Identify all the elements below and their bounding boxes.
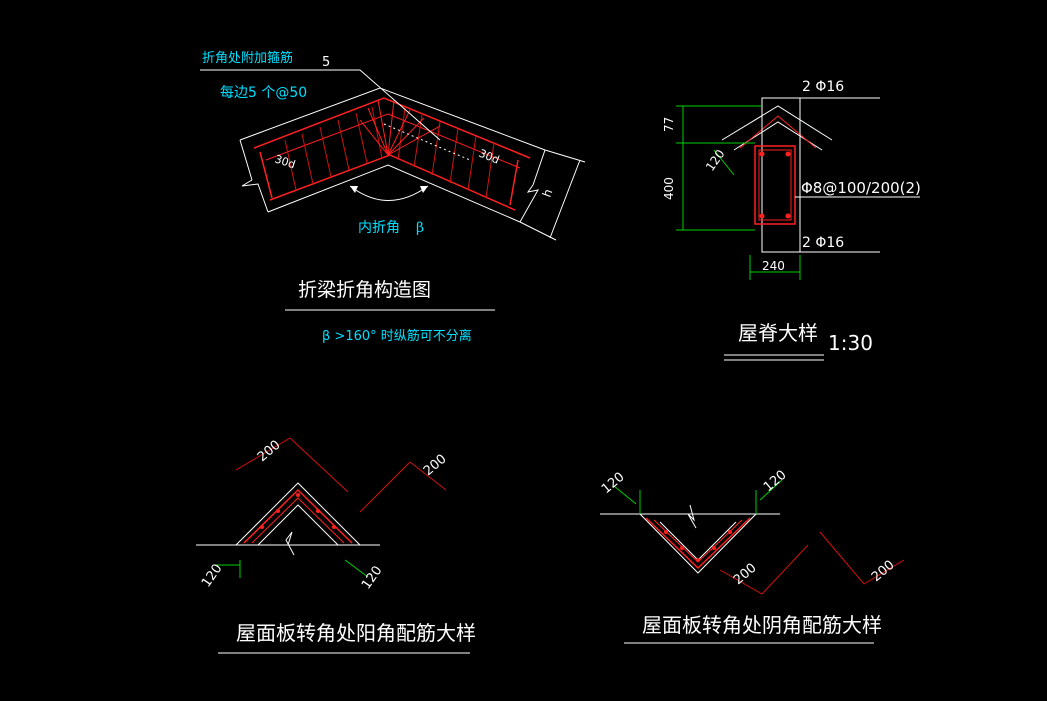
h-dim-line	[549, 159, 581, 239]
stirrups-right	[397, 107, 495, 199]
ridge-roof-rebar	[739, 115, 817, 149]
convex-rebar-dots	[260, 493, 336, 529]
convex-dim-right	[344, 559, 369, 578]
beam-right-break-a	[532, 149, 546, 186]
beam-title: 折梁折角构造图	[298, 279, 431, 301]
ridge-stirrup-label: Φ8@100/200(2)	[801, 179, 921, 197]
label-anchor-right: 30d	[477, 147, 501, 167]
beam-bottom-outline	[267, 164, 521, 223]
ridge-stirrup-inner	[758, 149, 792, 221]
label-h: h	[540, 187, 556, 199]
ridge-dim-400: 400	[662, 177, 676, 200]
label-each-side: 每边5 个@50	[220, 85, 307, 101]
h-ext-b	[519, 221, 557, 241]
concave-corner-detail	[600, 479, 905, 644]
arc-arrow-left	[350, 186, 358, 193]
beam-right-break-zigzag	[519, 184, 539, 223]
h-ext-a	[544, 149, 586, 163]
concave-dim-left	[613, 485, 637, 505]
ridge-title: 屋脊大样	[738, 321, 818, 345]
concave-dim-120-left: 120	[599, 470, 628, 497]
beam-mid-rebar-left	[265, 113, 521, 169]
ridge-dim-240: 240	[762, 259, 785, 273]
ridge-dim-120: 120	[703, 147, 728, 174]
concave-title: 屋面板转角处阴角配筋大样	[642, 613, 882, 637]
fold-additional-stirrups	[359, 99, 441, 156]
concave-inner	[659, 521, 737, 561]
ridge-scale: 1:30	[828, 331, 873, 355]
convex-break	[285, 531, 295, 556]
folded-beam-detail	[200, 69, 586, 311]
convex-ext-right-b	[409, 461, 447, 491]
ridge-top-rebar-label: 2 Φ16	[802, 79, 844, 95]
label-anchor-left: 30d	[273, 152, 297, 171]
convex-dim-200-right: 200	[421, 452, 450, 479]
concave-break	[687, 504, 697, 529]
convex-title: 屋面板转角处阳角配筋大样	[236, 621, 476, 645]
ridge-dim-77: 77	[662, 117, 676, 132]
label-stirrup: 折角处附加箍筋	[202, 50, 293, 66]
concave-rebar-outer	[645, 517, 751, 570]
concave-dim-200-left: 200	[731, 561, 760, 588]
concave-ext-right	[819, 531, 905, 585]
beam-left-break-a	[239, 139, 253, 181]
beam-top-rebar	[253, 97, 531, 159]
concave-dim-200-right: 200	[869, 558, 898, 585]
stirrups-left	[284, 106, 383, 191]
rebar-bot-right	[785, 213, 791, 219]
convex-rebar-inner	[251, 497, 345, 544]
convex-ext-left	[235, 437, 291, 471]
rebar-top-right	[785, 151, 791, 157]
inner-angle-arc	[349, 185, 429, 201]
rebar-top-left	[759, 151, 765, 157]
concave-dim-120-right: 120	[761, 468, 790, 495]
beam-right-anchor-bot	[509, 159, 519, 206]
slab-dim	[713, 149, 735, 176]
beam-note: β >160° 时纵筋可不分离	[322, 328, 472, 344]
convex-dim-120-left: 120	[199, 561, 226, 590]
label-count: 5	[322, 55, 330, 70]
beam-bottom-rebar	[269, 154, 516, 211]
convex-outer	[235, 482, 361, 546]
concave-rebar-dots	[664, 530, 732, 562]
beam-left-break-zigzag	[241, 179, 269, 213]
convex-ext-left-b	[289, 437, 349, 493]
ridge-detail	[676, 97, 920, 361]
arc-arrow-right	[420, 186, 428, 193]
concave-outer	[639, 513, 757, 574]
convex-inner	[257, 504, 339, 546]
fan-dim-ticks	[383, 123, 471, 161]
convex-corner-detail	[196, 437, 470, 654]
ridge-stirrup	[754, 145, 796, 225]
convex-ext-right	[359, 461, 411, 513]
concave-dim-right	[759, 479, 783, 501]
label-beta: β	[416, 220, 424, 236]
label-inner-angle: 内折角	[358, 220, 400, 236]
convex-dim-200-left: 200	[255, 438, 284, 465]
beam-left-anchor-top	[259, 151, 273, 199]
rebar-bot-left	[759, 213, 765, 219]
convex-dim-120-right: 120	[359, 563, 386, 592]
ridge-bottom-rebar-label: 2 Φ16	[802, 235, 844, 251]
ridge-roof-outer	[721, 105, 833, 141]
stirrup-leader	[200, 69, 441, 141]
concave-ext-left	[719, 544, 809, 595]
